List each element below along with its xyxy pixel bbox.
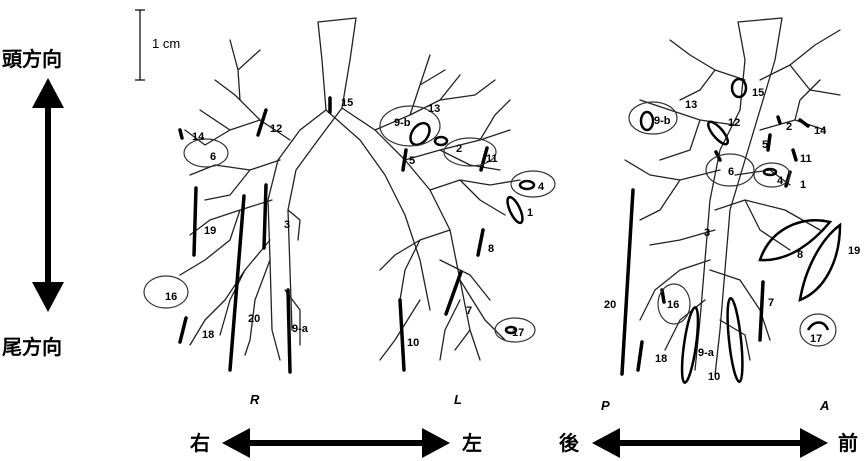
station-label: 2 xyxy=(786,121,792,133)
station-label: 1 xyxy=(527,207,533,219)
station-label: 8 xyxy=(488,243,494,255)
station-label: 15 xyxy=(752,87,764,99)
station-label: 19 xyxy=(848,245,860,257)
station-label: 5 xyxy=(762,139,768,151)
station-label: 17 xyxy=(810,333,822,345)
station-label: 4 xyxy=(538,181,545,193)
right-direction-label: 右 xyxy=(190,431,210,455)
lateral-station-labels: 13 15 9-b 12 2 14 5 11 6 4 1 3 8 19 20 1… xyxy=(604,87,860,383)
lateral-station-ovals xyxy=(629,102,836,346)
station-label: 18 xyxy=(655,353,667,365)
station-label: 9-b xyxy=(394,117,411,129)
station-label: 12 xyxy=(728,117,740,129)
view-label-right: R xyxy=(250,392,260,407)
station-label: 10 xyxy=(407,337,419,349)
horizontal-arrow-lateral xyxy=(592,428,828,458)
caudal-label: 尾方向 xyxy=(2,335,62,359)
station-label: 8 xyxy=(797,249,803,261)
station-label: 3 xyxy=(284,219,290,231)
station-label: 2 xyxy=(456,143,462,155)
station-label: 11 xyxy=(800,153,812,165)
station-label: 13 xyxy=(428,103,440,115)
station-label: 20 xyxy=(604,299,616,311)
station-label: 5 xyxy=(409,155,415,167)
station-label: 19 xyxy=(204,225,216,237)
station-label: 9-b xyxy=(654,115,671,127)
station-label: 14 xyxy=(814,125,827,137)
view-label-posterior: P xyxy=(601,398,610,413)
station-label: 7 xyxy=(768,297,774,309)
station-label: 9-a xyxy=(698,347,715,359)
station-label: 15 xyxy=(341,97,353,109)
station-label: 9-a xyxy=(292,323,309,335)
scale-label: 1 cm xyxy=(152,36,180,51)
posterior-direction-label: 後 xyxy=(559,431,580,455)
station-label: 17 xyxy=(512,327,524,339)
station-label: 11 xyxy=(486,153,498,165)
station-label: 3 xyxy=(704,227,710,239)
vertical-arrow xyxy=(32,78,64,312)
station-label: 20 xyxy=(248,313,260,325)
view-label-anterior: A xyxy=(819,398,829,413)
station-label: 6 xyxy=(728,166,734,178)
station-label: 7 xyxy=(466,305,472,317)
station-label: 14 xyxy=(192,131,205,143)
station-label: 1 xyxy=(800,179,806,191)
bronchial-tree-lateral xyxy=(625,18,840,375)
scale-bar: 1 cm xyxy=(135,10,180,80)
station-label: 10 xyxy=(708,371,720,383)
station-label: 12 xyxy=(270,123,282,135)
station-label: 4 xyxy=(777,175,784,187)
view-label-left: L xyxy=(454,392,462,407)
anterior-direction-label: 前 xyxy=(838,431,858,455)
station-label: 16 xyxy=(667,299,679,311)
station-label: 16 xyxy=(165,291,177,303)
station-label: 6 xyxy=(210,151,216,163)
cranial-label: 頭方向 xyxy=(2,47,62,71)
station-label: 13 xyxy=(685,99,697,111)
horizontal-arrow-frontal xyxy=(222,428,450,458)
station-label: 18 xyxy=(202,329,214,341)
left-direction-label: 左 xyxy=(462,431,482,455)
